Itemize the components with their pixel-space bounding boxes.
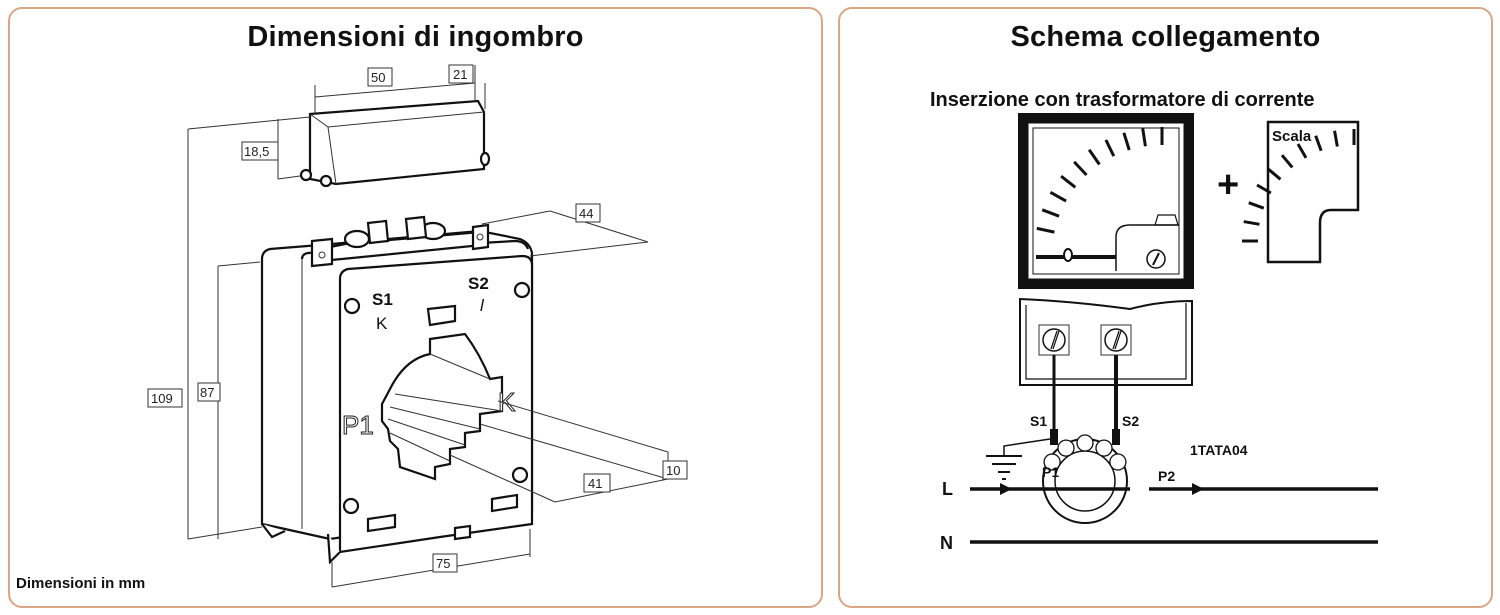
tick-mark — [1248, 201, 1265, 210]
dim-box-75 — [432, 553, 458, 573]
tick-mark — [1296, 143, 1308, 159]
dimensions-panel: Dimensioni di ingombro 50 21 18,5 — [8, 7, 823, 608]
ct-winding — [1043, 434, 1127, 471]
marking-s1: S1 — [372, 290, 393, 309]
terminal-s2-label: S2 — [1122, 413, 1139, 429]
tick-mark — [1141, 128, 1147, 147]
dim-box-18-5 — [241, 141, 279, 161]
secondary-wires — [1050, 355, 1120, 445]
tick-mark — [1104, 139, 1116, 157]
scale-card-ticks — [1242, 129, 1356, 243]
meter-scale-ticks — [1036, 127, 1164, 234]
cover-dimension-lines — [187, 65, 486, 539]
toroidal-ct-icon — [1042, 434, 1128, 524]
wiring-subtitle: Inserzione con trasformatore di corrente — [930, 89, 1315, 111]
marking-l-small: l — [480, 296, 485, 315]
analog-meter-icon — [1018, 113, 1194, 289]
winding-turn — [1043, 453, 1061, 471]
dimensions-unit-note: Dimensioni in mm — [16, 575, 146, 592]
ct-model-code: 1TATA04 — [1190, 442, 1248, 458]
scale-label: Scala — [1272, 128, 1312, 145]
current-direction-arrow-icon — [1000, 483, 1012, 495]
dim-box-21 — [448, 64, 474, 84]
marking-s2: S2 — [468, 274, 489, 293]
dim-window-width: 41 — [588, 476, 602, 491]
tick-mark — [1073, 160, 1088, 177]
tick-mark — [1267, 167, 1282, 181]
marking-k-small: K — [376, 314, 388, 333]
line-label: L — [942, 479, 953, 499]
dim-box-41 — [583, 473, 611, 493]
tick-mark — [1314, 135, 1323, 152]
dim-total-height: 109 — [151, 391, 173, 406]
ct-dimension-drawing: 50 21 18,5 — [147, 64, 688, 588]
tick-mark — [1041, 208, 1060, 218]
replacement-scale-icon — [1242, 120, 1360, 264]
winding-turn — [1076, 434, 1094, 452]
dim-window-height: 10 — [666, 463, 680, 478]
neutral-label: N — [940, 533, 953, 553]
dim-box-87 — [197, 382, 221, 402]
tick-mark — [1036, 226, 1055, 234]
tick-mark — [1087, 148, 1101, 166]
plus-sign: + — [1217, 164, 1239, 206]
dim-box-50 — [367, 67, 393, 87]
winding-turn — [1109, 453, 1127, 471]
dimensions-title: Dimensioni di ingombro — [247, 21, 584, 53]
meter-terminal-block — [1019, 297, 1193, 386]
dim-box-10 — [662, 460, 688, 480]
dim-width: 75 — [436, 556, 450, 571]
tick-mark — [1280, 154, 1294, 169]
tick-mark — [1060, 175, 1077, 189]
wiring-title: Schema collegamento — [1010, 21, 1321, 53]
wiring-panel: Schema collegamento Inserzione con trasf… — [838, 7, 1493, 608]
primary-p2-label: P2 — [1158, 468, 1175, 484]
wiring-diagram: + Scala S1 S2 — [940, 113, 1378, 553]
marking-p1: P1 — [342, 410, 374, 440]
dim-depth: 44 — [579, 206, 593, 221]
marking-k-large: K — [498, 387, 516, 417]
terminal-cover-drawing — [299, 99, 491, 188]
dim-cover-height: 18,5 — [244, 144, 269, 159]
tick-mark — [1049, 190, 1067, 203]
terminal-s1-label: S1 — [1030, 413, 1047, 429]
dim-box-109 — [147, 388, 183, 408]
line-conductor — [970, 483, 1378, 495]
tick-mark — [1243, 220, 1260, 226]
dim-body-height: 87 — [200, 385, 214, 400]
current-direction-arrow-icon — [1192, 483, 1204, 495]
ground-icon — [986, 438, 1051, 480]
winding-turn — [1095, 439, 1113, 457]
dim-cover-length: 50 — [371, 70, 385, 85]
dim-box-44 — [575, 203, 601, 223]
winding-turn — [1057, 439, 1075, 457]
primary-p1-label: P1 — [1042, 464, 1059, 480]
tick-mark — [1122, 132, 1131, 151]
body-dimension-lines — [187, 210, 669, 588]
tick-mark — [1256, 183, 1272, 195]
current-transformer-body — [260, 215, 534, 565]
dim-cover-depth: 21 — [453, 67, 467, 82]
tick-mark — [1333, 130, 1339, 147]
